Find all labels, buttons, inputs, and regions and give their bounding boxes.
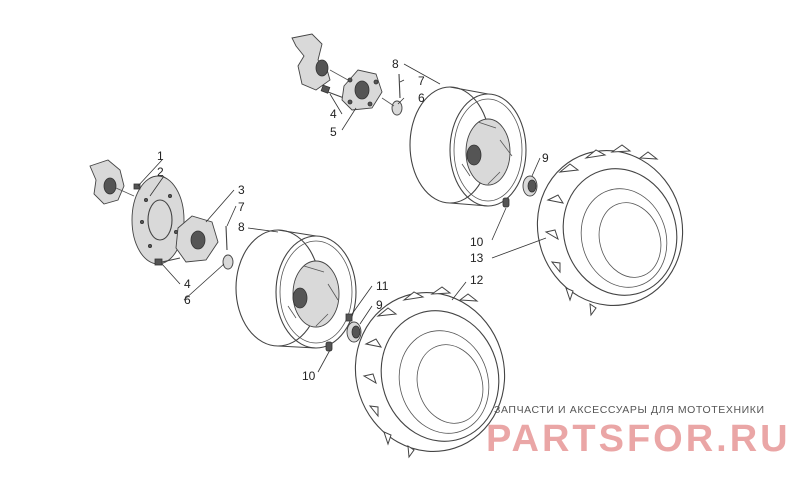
callout-lower-9: 9: [376, 298, 383, 312]
callout-upper-7: 7: [418, 74, 425, 88]
callouts: 8 7 6 4 5 9 10 13 1 2 3 7 8 4 6 11 9 10 …: [157, 57, 549, 383]
callout-lower-2: 2: [157, 165, 164, 179]
callout-lower-3: 3: [238, 183, 245, 197]
lower-tire: [354, 286, 506, 459]
lower-steering-knuckle: [89, 159, 135, 205]
leader-lines: [137, 63, 547, 373]
lower-brake-disc: [131, 175, 185, 265]
watermark-logo: PARTSFOR.RU: [486, 418, 791, 460]
watermark-caption: ЗАПЧАСТИ И АКСЕССУАРЫ ДЛЯ МОТОТЕХНИКИ: [494, 404, 765, 416]
callout-upper-8: 8: [392, 57, 399, 71]
upper-hub: [341, 69, 383, 111]
upper-nut: [381, 97, 403, 116]
lower-wheel-rim: [235, 229, 357, 349]
callout-lower-10: 10: [302, 369, 316, 383]
lower-cotter-pin: [225, 225, 228, 251]
callout-lower-11: 11: [376, 279, 389, 293]
upper-bolt: [320, 84, 345, 99]
callout-upper-13: 13: [470, 251, 484, 265]
callout-lower-6: 6: [184, 293, 191, 307]
upper-valve-stem: [502, 197, 510, 208]
lower-center-cap: [346, 321, 362, 343]
upper-assembly: [291, 33, 684, 317]
callout-upper-10: 10: [470, 235, 484, 249]
upper-wheel-rim: [409, 86, 527, 207]
lower-hub: [175, 215, 219, 263]
callout-upper-6: 6: [418, 91, 425, 105]
upper-center-cap: [522, 175, 538, 197]
upper-tire: [536, 144, 684, 317]
callout-lower-7: 7: [238, 200, 245, 214]
lower-disc-bolt: [133, 183, 141, 190]
callout-upper-9: 9: [542, 151, 549, 165]
lower-assembly: [89, 159, 506, 459]
upper-cotter-pin: [398, 73, 401, 99]
lower-lug-nut: [345, 313, 353, 322]
callout-lower-8: 8: [238, 220, 245, 234]
callout-upper-4: 4: [330, 107, 337, 121]
callout-upper-5: 5: [330, 125, 337, 139]
lower-bolt: [154, 257, 181, 266]
callout-lower-4: 4: [184, 277, 191, 291]
callout-lower-12: 12: [470, 273, 484, 287]
upper-steering-knuckle: [291, 33, 349, 91]
callout-lower-1: 1: [157, 149, 164, 163]
lower-nut: [222, 254, 234, 270]
lower-valve-stem: [325, 341, 333, 352]
